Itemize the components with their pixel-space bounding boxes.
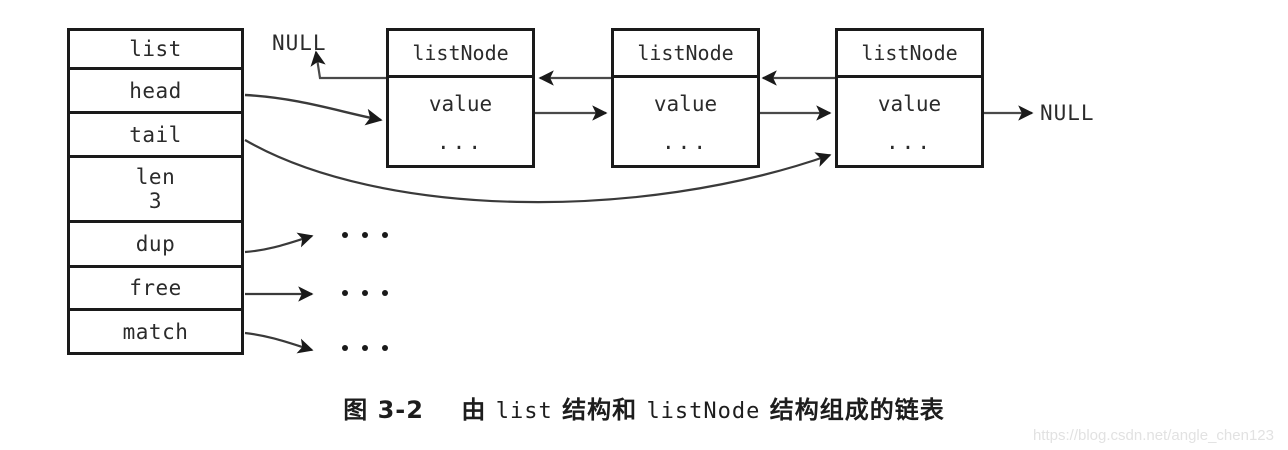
null-label-left: NULL: [272, 31, 327, 55]
caption-text-2: 结构和: [562, 396, 638, 424]
dot: [362, 290, 368, 296]
struct-label-dup: dup: [135, 232, 176, 256]
list-node-2-ellipsis: ...: [662, 130, 709, 154]
struct-label-list: list: [129, 37, 182, 61]
struct-label-tail: tail: [129, 122, 182, 147]
arrow-tail-to-node3: [244, 139, 832, 204]
figure-caption: 图 3-2 由 list 结构和 listNode 结构组成的链表: [0, 390, 1288, 425]
dot: [382, 232, 388, 238]
list-node-1: listNode value ...: [386, 28, 535, 168]
struct-label-free: free: [129, 276, 182, 300]
list-node-2-value: value: [653, 92, 718, 116]
list-node-3-title: listNode: [838, 31, 981, 78]
dot: [382, 290, 388, 296]
list-node-2-title: listNode: [614, 31, 757, 78]
dot: [362, 345, 368, 351]
list-node-1-ellipsis: ...: [437, 130, 484, 154]
list-node-3-value: value: [877, 92, 942, 116]
list-node-2-body: value ...: [614, 78, 757, 168]
list-node-2: listNode value ...: [611, 28, 760, 168]
list-node-1-value: value: [428, 92, 493, 116]
struct-label-len: len: [135, 164, 176, 189]
list-node-3: listNode value ...: [835, 28, 984, 168]
arrow-dup-to-ellipsis: [244, 232, 314, 254]
caption-mono-listnode: listNode: [646, 399, 761, 424]
caption-number: 图 3-2: [343, 396, 424, 424]
match-target-ellipsis: [342, 345, 388, 351]
arrow-head-to-node1: [244, 93, 383, 126]
null-label-right: NULL: [1040, 101, 1095, 125]
struct-label-match: match: [122, 319, 189, 344]
list-node-3-ellipsis: ...: [886, 130, 933, 154]
list-node-3-body: value ...: [838, 78, 981, 168]
arrow-node1-prev-null: [310, 50, 386, 80]
arrow-match-to-ellipsis: [244, 331, 314, 354]
struct-row-dup: dup: [70, 223, 241, 268]
dot: [342, 345, 348, 351]
struct-value-len: 3: [148, 188, 163, 213]
struct-row-len: len 3: [70, 158, 241, 223]
dot: [362, 232, 368, 238]
dot: [382, 345, 388, 351]
list-node-1-title: listNode: [389, 31, 532, 78]
struct-label-head: head: [129, 78, 182, 103]
dup-target-ellipsis: [342, 232, 388, 238]
caption-text-3: 结构组成的链表: [769, 396, 945, 424]
struct-row-head: head: [70, 70, 241, 114]
struct-row-tail: tail: [70, 114, 241, 158]
free-target-ellipsis: [342, 290, 388, 296]
dot: [342, 232, 348, 238]
struct-row-match: match: [70, 311, 241, 352]
caption-mono-list: list: [495, 399, 553, 424]
list-node-1-body: value ...: [389, 78, 532, 168]
dot: [342, 290, 348, 296]
list-struct-box: list head tail len 3 dup free match: [67, 28, 244, 355]
watermark: https://blog.csdn.net/angle_chen123: [1032, 427, 1274, 444]
caption-text-1: 由: [461, 396, 487, 424]
struct-row-free: free: [70, 268, 241, 311]
struct-row-list: list: [70, 31, 241, 70]
